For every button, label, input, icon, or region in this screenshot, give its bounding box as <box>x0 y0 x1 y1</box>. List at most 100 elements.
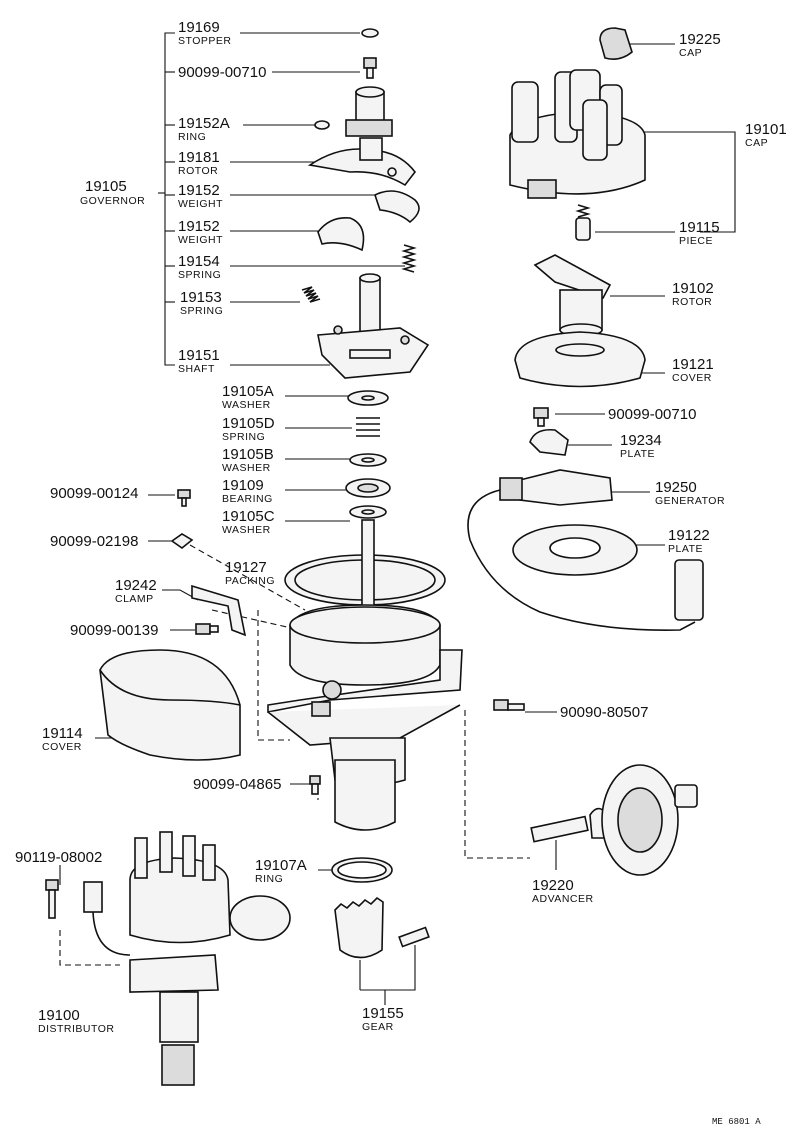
spring-part-2 <box>301 286 321 303</box>
part-name: STOPPER <box>178 35 232 47</box>
part-name: ROTOR <box>178 165 218 177</box>
shaft-washers-part <box>345 390 391 519</box>
part-number: 19100 <box>38 1007 80 1024</box>
part-number: 90099-00124 <box>50 485 138 502</box>
cover-screw-part <box>533 407 549 427</box>
part-name: GEAR <box>362 1021 394 1033</box>
part-name: SPRING <box>222 431 265 443</box>
part-name: WEIGHT <box>178 234 223 246</box>
part-number: 19101 <box>745 121 787 138</box>
label-l90099-04865: 90099-04865 <box>193 776 281 793</box>
part-name: WASHER <box>222 524 271 536</box>
gear-part <box>334 896 430 959</box>
part-number: 19152 <box>178 218 220 235</box>
part-name: SPRING <box>180 305 223 317</box>
part-number: 19102 <box>672 280 714 297</box>
clamp-part <box>191 584 247 637</box>
part-number: 19220 <box>532 877 574 894</box>
part-number: 19153 <box>180 289 222 306</box>
part-name: COVER <box>672 372 712 384</box>
part-name: WASHER <box>222 462 271 474</box>
part-name: PACKING <box>225 575 275 587</box>
part-labels: 19169STOPPER90099-0071019152ARING19181RO… <box>15 19 787 1035</box>
part-number: 90099-00710 <box>608 406 696 423</box>
small-plate-part <box>170 533 194 549</box>
part-number: 19105D <box>222 415 275 432</box>
part-number: 90099-00710 <box>178 64 266 81</box>
governor-bracket <box>158 32 175 366</box>
clamp-screw-part <box>195 623 219 635</box>
group-number: 19105 <box>85 178 127 195</box>
part-number: 19127 <box>225 559 267 576</box>
part-number: 19105B <box>222 446 274 463</box>
part-name: PLATE <box>620 448 655 460</box>
part-number: 90090-80507 <box>560 704 648 721</box>
plate-small-part <box>529 428 569 456</box>
part-name: CLAMP <box>115 593 154 605</box>
part-number: 19122 <box>668 527 710 544</box>
part-number: 90099-00139 <box>70 622 158 639</box>
ring-part <box>314 120 330 130</box>
label-l90099-00124: 90099-00124 <box>50 485 138 502</box>
part-name: RING <box>255 873 283 885</box>
figure-code: ME 6801 A <box>712 1117 761 1127</box>
part-name: DISTRIBUTOR <box>38 1023 114 1035</box>
part-number: 19242 <box>115 577 157 594</box>
signal-generator-part <box>467 469 704 631</box>
part-number: 19154 <box>178 253 220 270</box>
spring-part-1 <box>401 244 417 273</box>
weight-part-1 <box>374 190 420 224</box>
governor-rotor-part <box>307 86 417 187</box>
rotor-part <box>533 254 612 337</box>
part-name: RING <box>178 131 206 143</box>
part-number: 19152A <box>178 115 230 132</box>
part-number: 19152 <box>178 182 220 199</box>
weight-part-2 <box>317 216 365 252</box>
part-number: 19169 <box>178 19 220 36</box>
governor-shaft-part <box>317 273 430 379</box>
label-l90119-08002: 90119-08002 <box>15 849 102 866</box>
label-l90099-02198: 90099-02198 <box>50 533 138 550</box>
part-number: 90119-08002 <box>15 849 102 866</box>
small-screw-part <box>309 775 321 795</box>
group-name: GOVERNOR <box>80 195 145 207</box>
distributor-assembly-part <box>45 831 291 1086</box>
part-number: 19105A <box>222 383 274 400</box>
part-number: 19250 <box>655 479 697 496</box>
ring-o-part <box>331 857 393 883</box>
advancer-screw-part <box>493 699 525 711</box>
part-name: GENERATOR <box>655 495 725 507</box>
part-number: 19121 <box>672 356 714 373</box>
housing-part <box>267 519 463 831</box>
part-number: 90099-04865 <box>193 776 281 793</box>
part-number: 19105C <box>222 508 275 525</box>
part-number: 19151 <box>178 347 220 364</box>
part-name: SHAFT <box>178 363 215 375</box>
assembly-dash-lines <box>59 544 530 966</box>
group-label-governor: 19105 GOVERNOR <box>80 178 145 207</box>
label-l90090-80507: 90090-80507 <box>560 704 648 721</box>
part-number: 19114 <box>42 725 83 742</box>
